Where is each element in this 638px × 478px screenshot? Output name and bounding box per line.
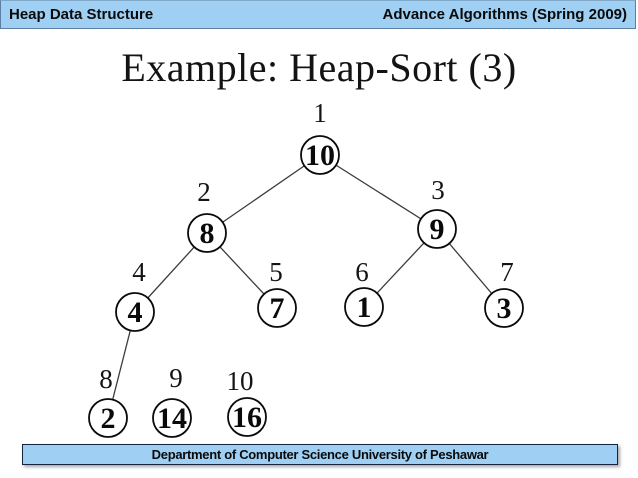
node-value: 4 <box>128 296 143 329</box>
node-value: 2 <box>101 402 116 435</box>
tree-node-6: 6 1 <box>344 257 384 327</box>
node-circle <box>417 209 457 249</box>
footer-bar: Department of Computer Science Universit… <box>22 444 618 465</box>
node-index-label: 3 <box>431 175 445 205</box>
node-index-label: 1 <box>313 98 327 128</box>
node-circle <box>257 288 297 328</box>
node-circle <box>88 398 128 438</box>
tree-node-10: 10 16 <box>227 366 267 437</box>
tree-node-7: 7 3 <box>484 257 524 328</box>
node-index-label: 10 <box>227 366 254 396</box>
node-circle <box>227 397 267 437</box>
node-circle <box>344 287 384 327</box>
node-index-label: 5 <box>269 257 283 287</box>
node-index-label: 9 <box>169 363 183 393</box>
header-bar: Heap Data Structure Advance Algorithms (… <box>0 0 636 29</box>
node-value: 8 <box>200 217 215 250</box>
tree-node-2: 2 8 <box>187 177 227 253</box>
node-circle <box>484 288 524 328</box>
tree-edge-1-3 <box>319 154 438 230</box>
tree-node-5: 5 7 <box>257 257 297 328</box>
node-value: 9 <box>430 213 445 246</box>
tree-node-4: 4 4 <box>115 257 155 332</box>
node-value: 10 <box>305 139 335 172</box>
node-circle <box>115 292 155 332</box>
node-value: 7 <box>270 292 285 325</box>
node-value: 3 <box>497 292 512 325</box>
footer-text: Department of Computer Science Universit… <box>151 447 489 462</box>
node-index-label: 8 <box>99 364 113 394</box>
node-value: 1 <box>357 291 372 324</box>
node-circle <box>152 398 192 438</box>
node-index-label: 7 <box>500 257 514 287</box>
node-circle <box>300 135 340 175</box>
tree-node-1: 1 10 <box>300 98 340 175</box>
tree-edge-1-2 <box>206 154 321 234</box>
node-index-label: 2 <box>197 177 211 207</box>
tree-node-3: 3 9 <box>417 175 457 249</box>
header-left-text: Heap Data Structure <box>9 6 154 23</box>
node-value: 14 <box>157 402 187 435</box>
node-value: 16 <box>232 401 262 434</box>
tree-node-8: 8 2 <box>88 364 128 438</box>
tree-node-9: 9 14 <box>152 363 192 438</box>
node-index-label: 6 <box>355 257 369 287</box>
slide-title: Example: Heap-Sort (3) <box>121 45 517 90</box>
node-index-label: 4 <box>132 257 146 287</box>
header-right-text: Advance Algorithms (Spring 2009) <box>382 6 628 23</box>
node-circle <box>187 213 227 253</box>
